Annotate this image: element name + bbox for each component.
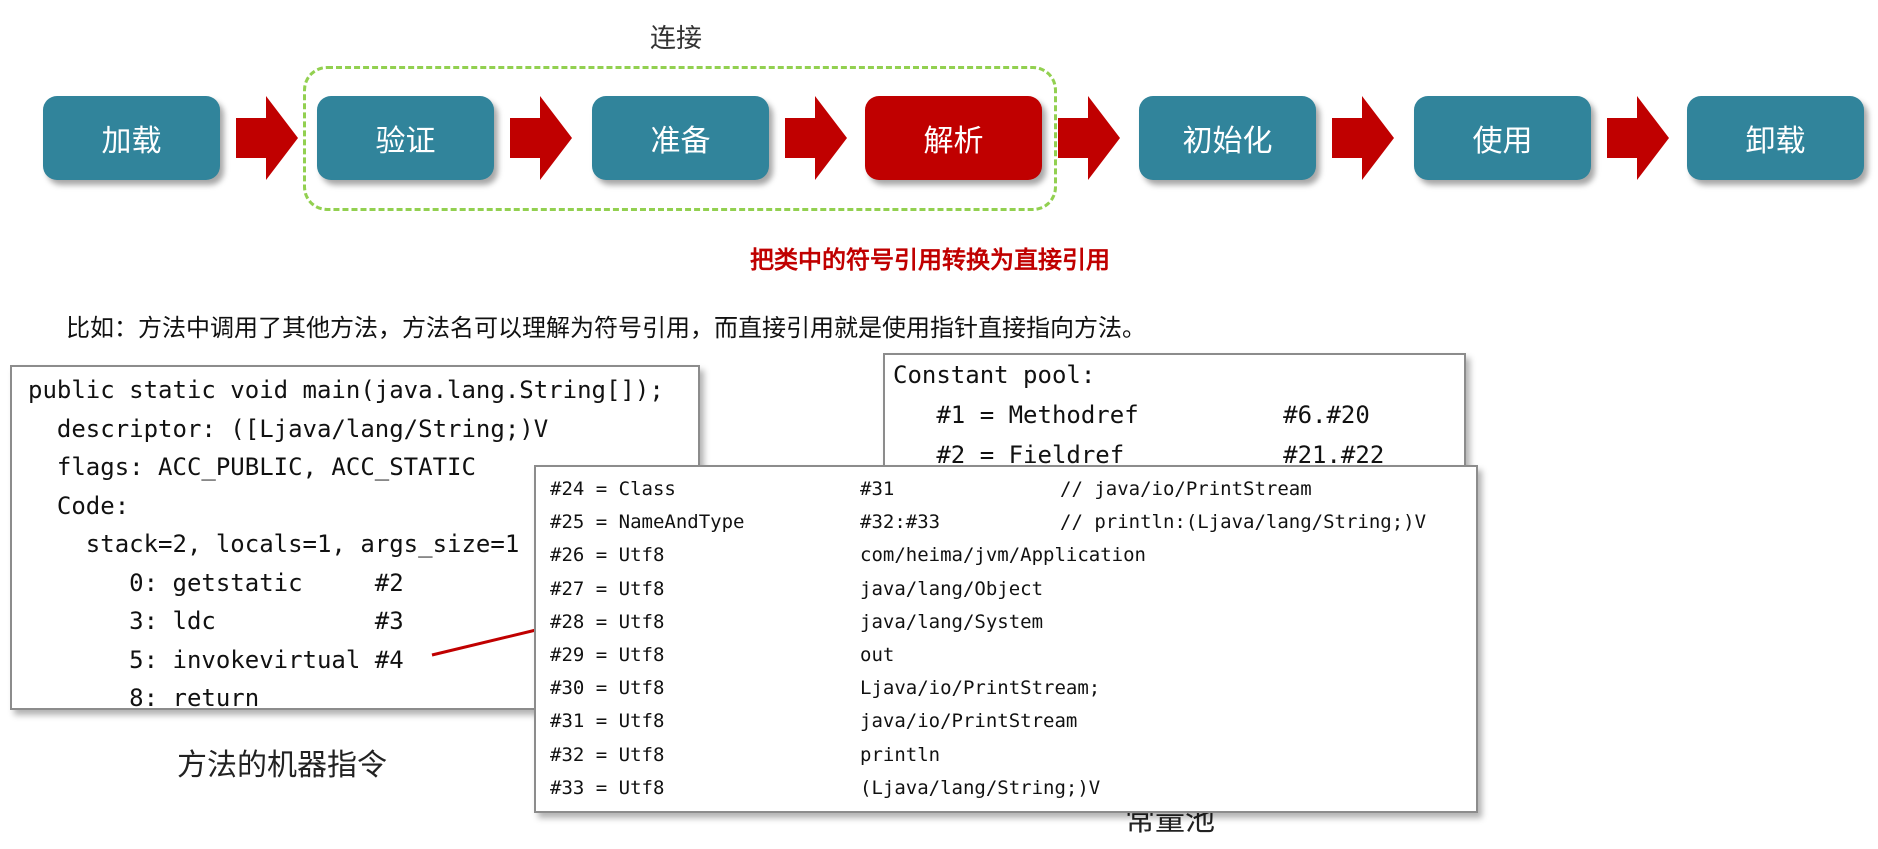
entry-ref: #31 <box>860 478 895 500</box>
entry-comment <box>1060 606 1460 639</box>
constant-pool-entry: #24 = Class #31 // java/io/PrintStream <box>550 473 1476 506</box>
entry-ref: com/heima/jvm/Application <box>860 544 1146 567</box>
constant-pool-entry: #33 = Utf8 (Ljava/lang/String;)V <box>550 772 1476 805</box>
code-line: 5: invokevirtual #4 <box>28 645 404 674</box>
stage-1: 加载 <box>43 96 220 180</box>
code-line: flags: ACC_PUBLIC, ACC_STATIC <box>28 453 476 481</box>
method-code-caption: 方法的机器指令 <box>177 748 387 783</box>
entry-index: #26 = Utf8 <box>550 544 665 567</box>
entry-comment <box>1060 672 1460 705</box>
entry-index: #33 = Utf8 <box>550 776 665 799</box>
entry-index: #31 = Utf8 <box>550 710 665 733</box>
arrow-right-icon <box>785 96 847 180</box>
constant-pool-entry: #29 = Utf8 out <box>550 639 1476 672</box>
linking-group-border <box>303 66 1057 211</box>
entry-ref: (Ljava/lang/String;)V <box>860 776 1101 799</box>
constant-pool-entry: #32 = Utf8 println <box>550 739 1476 772</box>
entry-comment <box>1060 573 1460 606</box>
stage-7: 卸载 <box>1687 96 1864 180</box>
entry-comment <box>1060 539 1460 572</box>
constant-pool-entry: #26 = Utf8 com/heima/jvm/Application <box>550 539 1476 572</box>
entry-ref: java/io/PrintStream <box>860 710 1078 733</box>
code-line: stack=2, locals=1, args_size=1 <box>28 530 520 558</box>
reference-line <box>431 628 537 657</box>
entry-comment <box>1060 739 1460 772</box>
entry-index: #24 = Class <box>550 478 676 500</box>
entry-index: #30 = Utf8 <box>550 677 665 700</box>
stage-6: 使用 <box>1414 96 1591 180</box>
stage-4: 解析 <box>865 96 1042 180</box>
constant-pool-line: #2 = Fieldref #21.#22 <box>893 441 1385 469</box>
stage-2: 验证 <box>317 96 494 180</box>
entry-ref: #32:#33 <box>860 511 941 534</box>
entry-ref: println <box>860 743 941 766</box>
entry-comment <box>1060 639 1460 672</box>
entry-index: #25 = NameAndType <box>550 511 745 534</box>
constant-pool-line: Constant pool: <box>893 361 1096 389</box>
entry-index: #32 = Utf8 <box>550 743 665 766</box>
arrow-right-icon <box>1058 96 1120 180</box>
arrow-right-icon <box>1607 96 1669 180</box>
code-line: Code: <box>28 491 130 520</box>
resolution-note: 把类中的符号引用转换为直接引用 <box>750 246 1110 274</box>
arrow-right-icon <box>1332 96 1394 180</box>
linking-label: 连接 <box>650 24 703 54</box>
entry-comment <box>1060 772 1460 805</box>
entry-comment: // java/io/PrintStream <box>1060 478 1312 500</box>
constant-pool-line: #1 = Methodref #6.#20 <box>893 401 1370 429</box>
code-line: public static void main(java.lang.String… <box>28 376 664 404</box>
entry-index: #29 = Utf8 <box>550 644 665 667</box>
code-line: 0: getstatic #2 <box>28 568 404 597</box>
entry-ref: java/lang/Object <box>860 577 1044 600</box>
code-line: descriptor: ([Ljava/lang/String;)V <box>28 414 549 443</box>
entry-ref: java/lang/System <box>860 610 1044 633</box>
entry-ref: Ljava/io/PrintStream; <box>860 677 1101 700</box>
stage-3: 准备 <box>592 96 769 180</box>
code-line: 8: return <box>28 684 260 710</box>
code-line: 3: ldc #3 <box>28 607 404 635</box>
constant-pool-detail-box: #24 = Class #31 // java/io/PrintStream #25 … <box>534 465 1478 813</box>
constant-pool-entry: #28 = Utf8 java/lang/System <box>550 606 1476 639</box>
constant-pool-entry: #27 = Utf8 java/lang/Object <box>550 573 1476 606</box>
example-sentence: 比如：方法中调用了其他方法，方法名可以理解为符号引用，而直接引用就是使用指针直接… <box>66 314 1146 342</box>
stage-5: 初始化 <box>1139 96 1316 180</box>
constant-pool-entry: #31 = Utf8 java/io/PrintStream <box>550 705 1476 738</box>
constant-pool-entry: #25 = NameAndType #32:#33 // println:(Ljav… <box>550 506 1476 539</box>
constant-pool-entry: #30 = Utf8 Ljava/io/PrintStream; <box>550 672 1476 705</box>
entry-index: #27 = Utf8 <box>550 577 665 600</box>
entry-index: #28 = Utf8 <box>550 610 665 633</box>
arrow-right-icon <box>510 96 572 180</box>
entry-ref: out <box>860 644 895 667</box>
arrow-right-icon <box>236 96 298 180</box>
entry-comment <box>1060 705 1460 738</box>
entry-comment: // println:(Ljava/lang/String;)V <box>1060 511 1427 534</box>
